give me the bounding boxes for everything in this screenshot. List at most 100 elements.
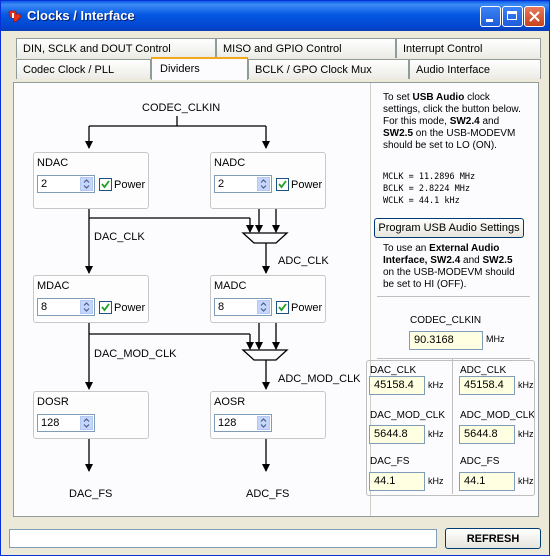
readout-dac-fs-label: DAC_FS [370,456,410,467]
tab-audio-interface[interactable]: Audio Interface [409,59,541,79]
adc-clk-readout: 45158.4 [459,376,515,395]
info-text: and [463,255,480,266]
nadc-box: NADC 2 Power [210,152,326,209]
tab-label: DIN, SCLK and DOUT Control [23,43,171,55]
spin-arrows-icon[interactable] [257,416,270,430]
readout-value: 90.3168 [414,334,454,346]
minimize-icon [486,19,493,22]
program-usb-audio-button[interactable]: Program USB Audio Settings [374,218,524,238]
tab-codec-clock-pll[interactable]: Codec Clock / PLL [16,59,151,79]
madc-box: MADC 8 Power [210,275,326,323]
nadc-power-checkbox[interactable] [276,178,289,191]
info-bold: External Audio Interface, [383,243,500,266]
divider-line [377,296,530,297]
close-icon [529,11,540,22]
tab-label: BCLK / GPO Clock Mux [255,64,372,76]
mdac-value: 8 [41,301,48,313]
spin-arrows-icon[interactable] [80,177,93,191]
nadc-spinner[interactable]: 2 [214,175,272,193]
aosr-label: AOSR [214,396,246,408]
dividers-panel: CODEC_CLKIN NDAC 2 Power NADC [13,82,539,517]
info-bold: SW2.5 [482,255,513,266]
wclk-text: WCLK = 44.1 kHz [383,196,460,206]
mdac-power-checkbox[interactable] [99,301,112,314]
title-bar[interactable]: Clocks / Interface [1,1,549,31]
info-bold: SW2.4 [449,116,480,127]
usb-audio-instructions: To set USB Audio clock settings, click t… [383,92,523,152]
dac-fs-label: DAC_FS [69,488,113,500]
maximize-button[interactable] [502,6,523,27]
readout-dac-mod-clk-label: DAC_MOD_CLK [370,410,446,421]
aosr-spinner[interactable]: 128 [214,414,272,432]
readout-adc-mod-clk-label: ADC_MOD_CLK [460,410,536,421]
info-bold: USB Audio [412,92,465,103]
info-text: To set [383,92,410,103]
divider-diagram: CODEC_CLKIN NDAC 2 Power NADC [14,83,368,516]
adc-fs-unit: kHz [518,476,534,486]
dac-fs-unit: kHz [428,476,444,486]
madc-power-checkbox[interactable] [276,301,289,314]
tab-interrupt-control[interactable]: Interrupt Control [396,38,541,58]
madc-power-label: Power [291,302,323,314]
tab-label: Interrupt Control [403,43,483,55]
spin-arrows-icon[interactable] [80,300,93,314]
adc-fs-label: ADC_FS [246,488,290,500]
readout-value: 45158.4 [374,379,414,391]
codec-clkin-unit: MHz [486,334,505,344]
dosr-spinner[interactable]: 128 [37,414,95,432]
dac-clk-label: DAC_CLK [94,231,145,243]
divider-line [377,358,530,359]
mdac-spinner[interactable]: 8 [37,298,95,316]
ndac-spinner[interactable]: 2 [37,175,95,193]
madc-value: 8 [218,301,225,313]
tab-bclk-gpo-clock-mux[interactable]: BCLK / GPO Clock Mux [248,59,409,79]
readout-value: 5644.8 [374,428,408,440]
minimize-button[interactable] [480,6,501,27]
check-icon [101,303,110,312]
close-button[interactable] [524,6,545,27]
spin-arrows-icon[interactable] [257,300,270,314]
window-title: Clocks / Interface [27,8,135,23]
codec-clkin-readout: 90.3168 [409,331,483,350]
info-bold: SW2.4 [430,255,461,266]
dac-mod-clk-readout: 5644.8 [369,425,425,444]
ti-logo-icon [8,10,22,23]
tab-miso-gpio[interactable]: MISO and GPIO Control [216,38,396,58]
tab-din-sclk-dout[interactable]: DIN, SCLK and DOUT Control [16,38,216,58]
spin-arrows-icon[interactable] [257,177,270,191]
dosr-label: DOSR [37,396,69,408]
readout-value: 44.1 [374,475,396,487]
codec-clkin-label: CODEC_CLKIN [142,102,221,114]
info-text: on the USB-MODEVM should be set to LO (O… [383,128,516,151]
readout-adc-clk-label: ADC_CLK [460,365,507,376]
dac-mod-clk-label: DAC_MOD_CLK [94,348,177,360]
divider-line-vertical [452,359,453,494]
tab-label: MISO and GPIO Control [223,43,342,55]
mdac-box: MDAC 8 Power [33,275,149,323]
nadc-power-label: Power [291,179,323,191]
check-icon [278,180,287,189]
info-text: To use an [383,243,427,254]
nadc-value: 2 [218,178,225,190]
dac-clk-readout: 45158.4 [369,376,425,395]
madc-label: MADC [214,280,247,292]
dac-mod-clk-unit: kHz [428,429,444,439]
madc-spinner[interactable]: 8 [214,298,272,316]
readout-group-frame [366,360,535,496]
button-label: REFRESH [466,533,520,545]
adc-clk-unit: kHz [518,380,534,390]
info-text: on the USB-MODEVM should be set to HI (O… [383,267,515,290]
aosr-box: AOSR 128 [210,391,326,439]
refresh-button[interactable]: REFRESH [445,528,541,549]
info-text: clock settings, click the button below. … [383,92,521,127]
tab-dividers[interactable]: Dividers [151,57,248,80]
bclk-text: BCLK = 2.8224 MHz [383,184,470,194]
adc-mod-clk-unit: kHz [518,429,534,439]
ndac-power-checkbox[interactable] [99,178,112,191]
dac-fs-readout: 44.1 [369,472,425,491]
dosr-box: DOSR 128 [33,391,149,439]
spin-arrows-icon[interactable] [80,416,93,430]
ndac-label: NDAC [37,157,69,169]
readout-value: 5644.8 [464,428,498,440]
